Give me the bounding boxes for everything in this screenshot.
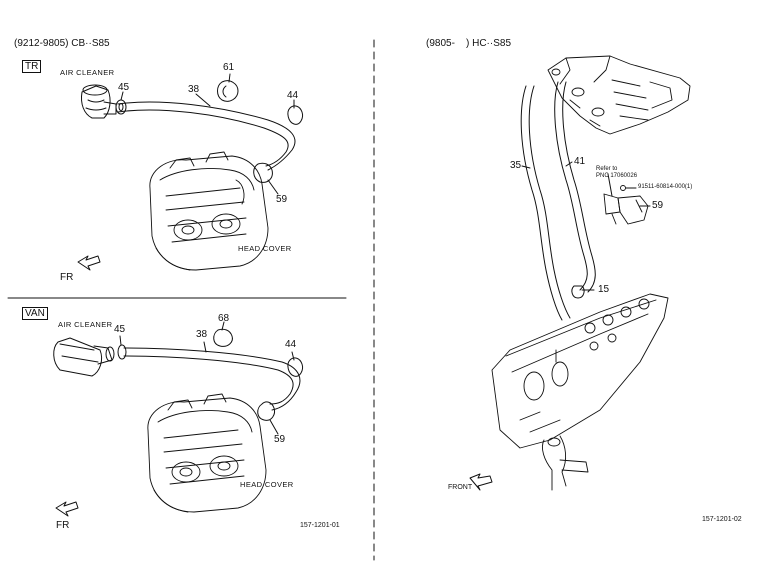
callout-59-van: 59 — [274, 434, 286, 445]
front-arrow — [469, 473, 493, 491]
callout-41: 41 — [574, 156, 586, 167]
clamp-61-tr — [217, 80, 239, 102]
callout-35: 35 — [510, 160, 522, 171]
hose-35 — [520, 85, 571, 321]
head-cover-label-van: HEAD COVER — [240, 480, 294, 489]
header-right-start: (9805- — [426, 38, 455, 49]
callout-59-tr: 59 — [276, 194, 288, 205]
refer-to-line1: Refer to — [596, 166, 618, 172]
clamp-68-van — [213, 328, 233, 347]
callout-68-van: 68 — [218, 313, 230, 324]
variant-van-label: VAN — [22, 307, 48, 320]
air-cleaner-label-tr: AIR CLEANER — [60, 68, 115, 77]
callout-45-tr: 45 — [118, 82, 130, 93]
hose-41 — [554, 81, 596, 293]
variant-tr-label: TR — [22, 60, 42, 73]
callout-59-right: 59 — [652, 200, 664, 211]
hose-38-tr — [117, 101, 296, 171]
intake-manifold — [547, 55, 691, 135]
fr-arrow-van — [55, 501, 79, 517]
front-label: FRONT — [448, 484, 473, 491]
header-left: (9212-9805) CB··S85 — [14, 38, 110, 49]
callout-15: 15 — [598, 284, 610, 295]
valve-bracket-59 — [603, 185, 649, 225]
air-cleaner-label-van: AIR CLEANER — [58, 320, 113, 329]
fr-label-van: FR — [56, 520, 70, 531]
engine-van — [147, 393, 267, 513]
callout-38-van: 38 — [196, 329, 208, 340]
part-number-label: 91511-60814-000(1) — [638, 184, 693, 190]
callout-44-tr: 44 — [287, 90, 299, 101]
header-right-end: ) HC··S85 — [466, 38, 512, 49]
engine-tr — [149, 151, 269, 271]
hose-38-van — [123, 347, 301, 411]
clamp-44-tr — [287, 105, 303, 125]
clamp-44-van — [287, 357, 303, 377]
clamp-59-van — [257, 401, 275, 421]
diagram-code-right: 157-1201-02 — [702, 516, 742, 523]
refer-to-line2: PNC 17060026 — [596, 173, 638, 179]
head-cover-right — [491, 293, 669, 491]
air-cleaner-tr — [81, 84, 117, 119]
clamp-15 — [571, 285, 585, 299]
head-cover-label-tr: HEAD COVER — [238, 244, 292, 253]
fr-label-tr: FR — [60, 272, 74, 283]
callout-44-van: 44 — [285, 339, 297, 350]
clamp-59-tr — [253, 162, 273, 183]
fr-arrow-tr — [77, 255, 101, 271]
callout-45-van: 45 — [114, 324, 126, 335]
callout-38-tr: 38 — [188, 84, 200, 95]
diagram-code-left: 157-1201-01 — [300, 522, 340, 529]
callout-61-tr: 61 — [223, 62, 235, 73]
clamp-45-van — [117, 344, 127, 360]
air-cleaner-van — [53, 337, 115, 377]
